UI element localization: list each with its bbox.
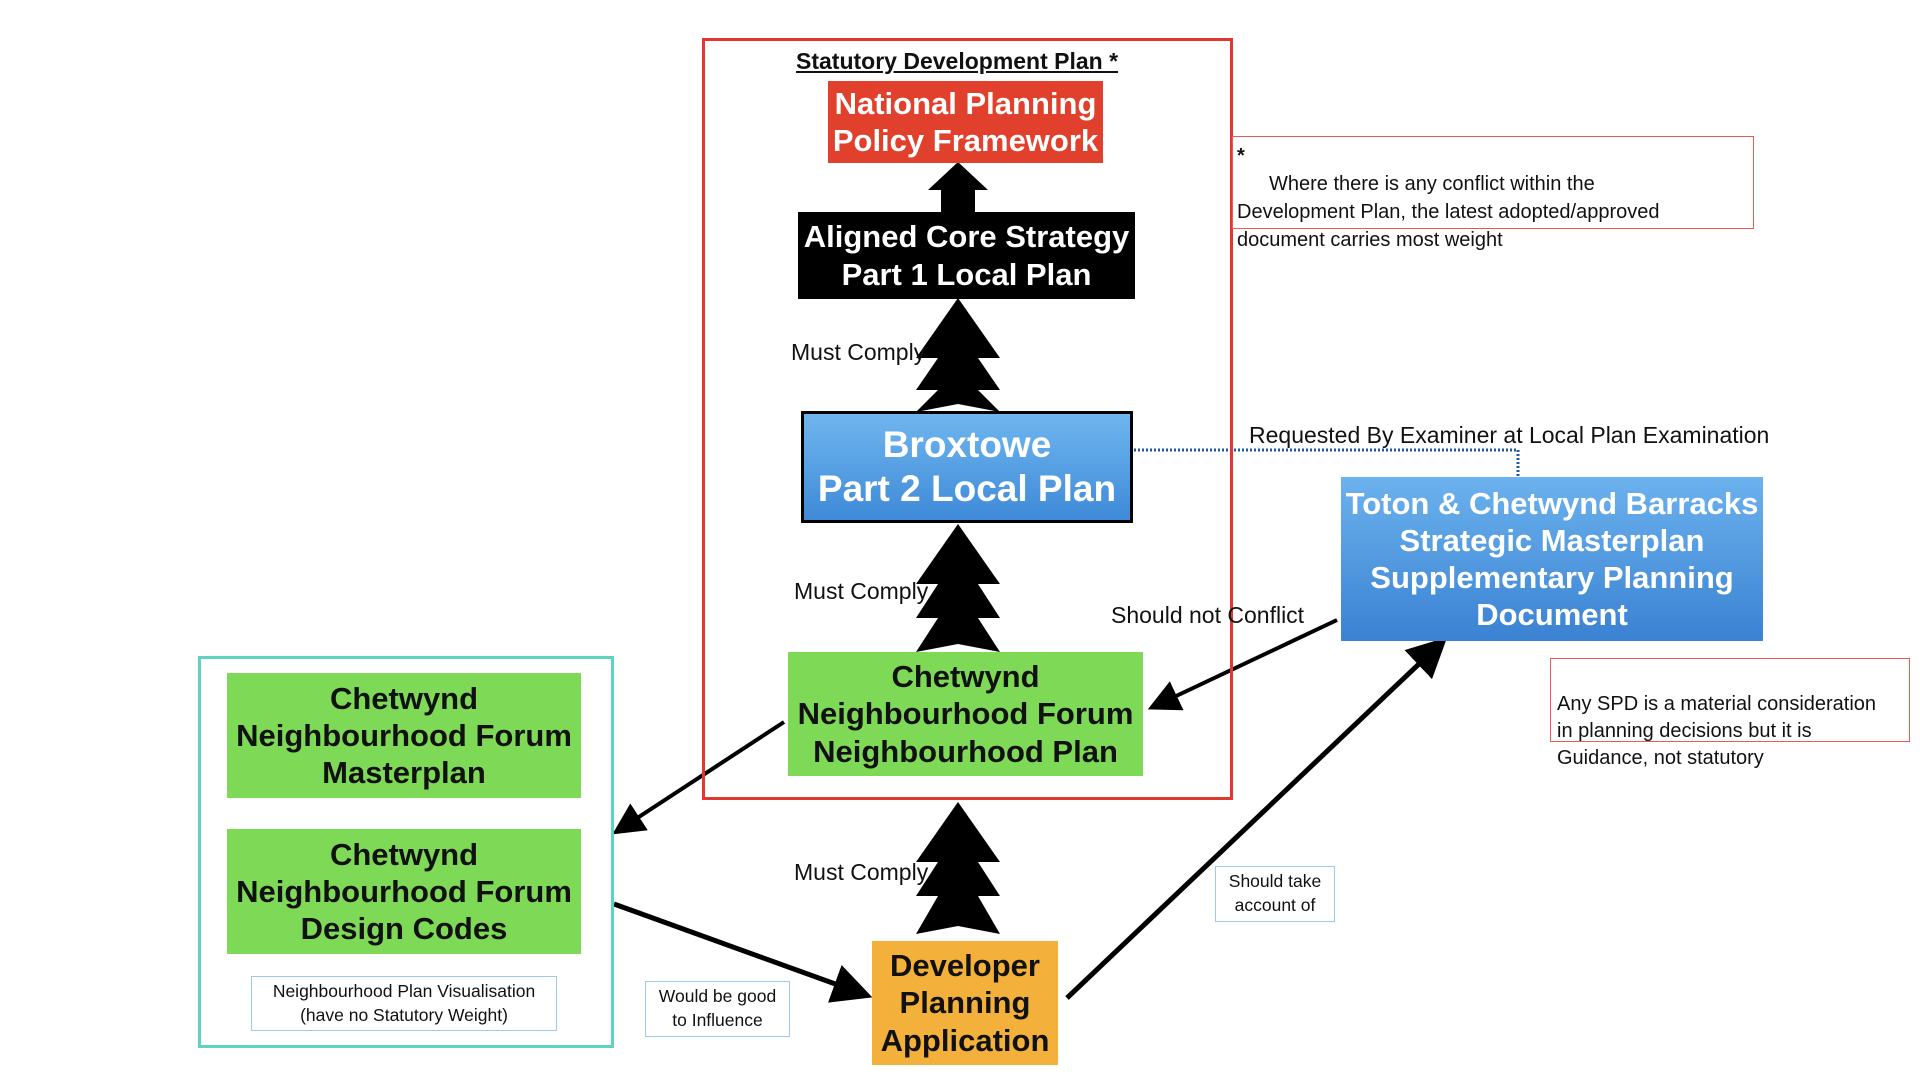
requested-by-label: Requested By Examiner at Local Plan Exam… xyxy=(1249,422,1770,448)
core-strategy-box: Aligned Core Strategy Part 1 Local Plan xyxy=(798,212,1135,299)
must-comply-label-2: Must Comply xyxy=(794,578,929,604)
masterplan-box: Chetwynd Neighbourhood Forum Masterplan xyxy=(227,673,581,798)
developer-application-label: Developer Planning Application xyxy=(880,948,1050,1058)
arrow-toton-to-neighbourhood xyxy=(1147,618,1338,711)
would-be-good-note: Would be good to Influence xyxy=(645,981,790,1037)
arrow-developer-to-neighbourhood xyxy=(916,802,1000,934)
statutory-plan-title: Statutory Development Plan * xyxy=(796,48,1119,74)
must-comply-label-3: Must Comply xyxy=(794,859,929,885)
toton-masterplan-label: Toton & Chetwynd Barracks Strategic Mast… xyxy=(1345,485,1759,633)
visualisation-frame xyxy=(198,656,614,1048)
visualisation-note: Neighbourhood Plan Visualisation (have n… xyxy=(251,976,557,1031)
core-strategy-label: Aligned Core Strategy Part 1 Local Plan xyxy=(803,219,1130,292)
national-planning-policy-box: National Planning Policy Framework xyxy=(828,81,1103,163)
conflict-note: * Where there is any conflict within the … xyxy=(1232,136,1754,251)
would-be-good-note-text: Would be good to Influence xyxy=(658,986,777,1030)
arrow-developer-to-toton xyxy=(1065,637,1448,1000)
design-codes-label: Chetwynd Neighbourhood Forum Design Code… xyxy=(236,836,572,947)
arrow-core-to-national xyxy=(928,162,988,222)
toton-masterplan-box: Toton & Chetwynd Barracks Strategic Mast… xyxy=(1341,477,1763,641)
visualisation-note-text: Neighbourhood Plan Visualisation (have n… xyxy=(272,980,536,1025)
should-not-conflict-label: Should not Conflict xyxy=(1111,602,1305,628)
should-take-note: Should take account of xyxy=(1215,866,1335,922)
masterplan-label: Chetwynd Neighbourhood Forum Masterplan xyxy=(236,680,572,791)
spd-note: Any SPD is a material consideration in p… xyxy=(1550,658,1910,769)
neighbourhood-plan-box: Chetwynd Neighbourhood Forum Neighbourho… xyxy=(788,652,1143,776)
spd-note-text: Any SPD is a material consideration in p… xyxy=(1557,693,1877,769)
national-planning-policy-label: National Planning Policy Framework xyxy=(832,85,1099,158)
conflict-note-text: Where there is any conflict within the D… xyxy=(1237,173,1660,251)
must-comply-label-1: Must Comply xyxy=(791,339,926,365)
arrow-designcodes-to-developer xyxy=(613,901,873,1003)
design-codes-box: Chetwynd Neighbourhood Forum Design Code… xyxy=(227,829,581,954)
arrow-broxtowe-to-core xyxy=(916,298,1000,412)
broxtowe-local-plan-box: Broxtowe Part 2 Local Plan xyxy=(801,411,1133,523)
statutory-plan-frame xyxy=(702,38,1233,800)
developer-application-box: Developer Planning Application xyxy=(872,941,1058,1065)
arrow-neighbourhood-to-visualisation xyxy=(612,720,786,835)
arrow-neighbourhood-to-broxtowe xyxy=(916,524,1000,652)
broxtowe-local-plan-label: Broxtowe Part 2 Local Plan xyxy=(817,423,1117,509)
conflict-note-asterisk: * xyxy=(1237,145,1245,167)
neighbourhood-plan-label: Chetwynd Neighbourhood Forum Neighbourho… xyxy=(797,659,1134,769)
should-take-note-text: Should take account of xyxy=(1228,871,1322,915)
requested-connector xyxy=(1130,448,1520,480)
